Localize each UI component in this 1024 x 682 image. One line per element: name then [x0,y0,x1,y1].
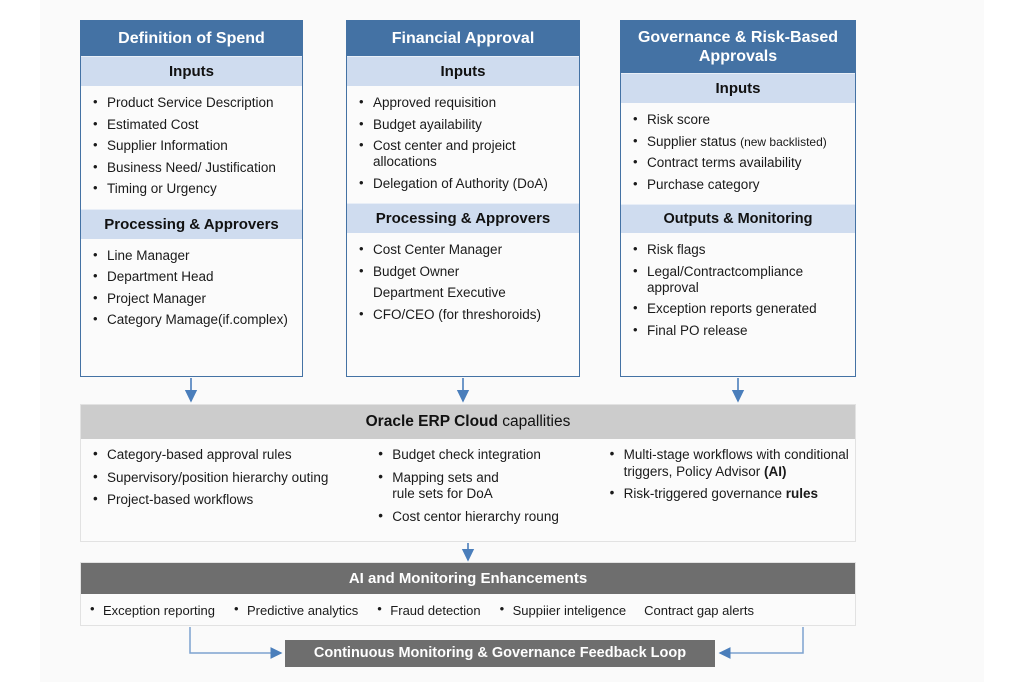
list-item: Product Service Description [91,94,294,111]
spacer [621,350,855,376]
list-item: Budget Owner [357,263,571,280]
column-title: Governance & Risk-Based Approvals [621,21,855,73]
list-item-label: Risk-triggered governance [623,486,786,501]
list-item: CFO/CEO (for threshoroids) [357,306,571,323]
list-item: Department Head [91,268,294,285]
ai-items-row: Exception reporting Predictive analytics… [81,594,855,625]
list-item: Budget check integration [376,446,601,464]
oracle-erp-capabilities-box: Oracle ERP Cloud capallities Category-ba… [80,404,856,542]
connector-feedback-right [718,627,804,659]
spacer [347,334,579,376]
list-item: Category-based approval rules [91,446,370,464]
list-item: Delegation of Authority (DoA) [357,175,571,192]
outputs-list: Risk flags Legal/Contractcompliance appr… [621,233,855,350]
list-item: Estimated Cost [91,116,294,133]
list-item-emphasis: rules [785,486,819,501]
erp-column-1: Category-based approval rules Supervisor… [81,446,370,531]
list-item: Risk score [631,111,847,128]
pillar-column-financial-approval: Financial Approval Inputs Approved requi… [346,20,580,377]
inputs-list: Product Service Description Estimated Co… [81,86,302,209]
ai-item: Exception reporting [89,601,215,618]
erp-title-rest: capallities [498,413,571,430]
erp-list-2: Budget check integration Mapping sets an… [376,446,601,526]
list-item: Cost Center Manager [357,241,571,258]
list-item: Exception reports generated [631,300,847,317]
list-item-emphasis: (AI) [763,463,787,479]
list-item: Multi-stage workflows with conditional t… [608,446,855,480]
ai-item: Fraud detection [376,601,480,618]
ai-item: Contract gap alerts [644,602,754,618]
list-item-note: (new backlisted) [740,134,827,149]
approvers-list: Line Manager Department Head Project Man… [81,239,302,340]
erp-band-title: Oracle ERP Cloud capallities [81,405,855,439]
pillar-column-governance-risk: Governance & Risk-Based Approvals Inputs… [620,20,856,377]
erp-title-bold: Oracle ERP Cloud [365,413,498,430]
connector-feedback-left [189,627,283,659]
approvers-list: Cost Center Manager Budget Owner Departm… [347,233,579,334]
list-item: Timing or Urgency [91,180,294,197]
ai-monitoring-enhancements-box: AI and Monitoring Enhancements Exception… [80,562,856,626]
list-item: Supplier Information [91,137,294,154]
list-item-line-2: triggers, Policy Advisor [623,463,764,479]
erp-column-2: Budget check integration Mapping sets an… [370,446,601,531]
list-item: Mapping sets and rule sets for DoA [376,469,601,503]
erp-list-3: Multi-stage workflows with conditional t… [608,446,855,503]
list-item: Supplier status (new backlisted) [631,133,847,150]
list-item: Risk-triggered governance rules [608,485,855,503]
right-gutter [984,0,1024,682]
list-item: Category Mamage(if.complex) [91,311,294,328]
inputs-list: Approved requisition Budget ayailability… [347,86,579,203]
list-item: Purchase category [631,176,847,193]
erp-column-3: Multi-stage workflows with conditional t… [602,446,855,531]
list-item: Supervisory/position hierarchy outing [91,469,370,487]
column-title: Financial Approval [347,21,579,56]
section-heading-processing-approvers: Processing & Approvers [81,208,302,239]
section-heading-processing-approvers: Processing & Approvers [347,203,579,233]
list-item: Legal/Contractcompliance approval [631,263,847,296]
list-item: Final PO release [631,322,847,339]
list-item: Project Manager [91,290,294,307]
ai-item: Predictive analytics [233,601,358,618]
list-item-line-1: Mapping sets and [392,469,499,485]
section-heading-inputs: Inputs [347,56,579,86]
inputs-list: Risk score Supplier status (new backlist… [621,103,855,204]
erp-columns: Category-based approval rules Supervisor… [81,439,855,531]
list-item: Business Need/ Justification [91,159,294,176]
continuous-monitoring-feedback-loop-bar: Continuous Monitoring & Governance Feedb… [285,640,715,667]
list-item-label: Supplier status [647,133,737,149]
list-item: Cost center and projeict allocations [357,137,571,170]
section-heading-inputs: Inputs [621,73,855,103]
list-item: Line Manager [91,247,294,264]
list-item: Approved requisition [357,94,571,111]
section-heading-outputs-monitoring: Outputs & Monitoring [621,204,855,233]
ai-item: Suppiier inteligence [499,601,626,618]
list-item-line-1: Multi-stage workflows with conditional [623,447,849,462]
section-heading-inputs: Inputs [81,56,302,86]
pillar-column-definition-of-spend: Definition of Spend Inputs Product Servi… [80,20,303,377]
list-item: Project-based workflows [91,491,370,509]
ai-band-title: AI and Monitoring Enhancements [81,563,855,594]
erp-list-1: Category-based approval rules Supervisor… [91,446,370,509]
list-item: Contract terms availability [631,154,847,171]
column-title: Definition of Spend [81,21,302,56]
list-item: Budget ayailability [357,116,571,133]
list-item: Risk flags [631,241,847,258]
left-gutter [0,0,40,682]
list-item: Cost centor hierarchy roung [376,508,601,526]
spacer [81,340,302,377]
list-item: Department Executive [373,285,506,300]
list-item-line-2: rule sets for DoA [392,486,493,501]
